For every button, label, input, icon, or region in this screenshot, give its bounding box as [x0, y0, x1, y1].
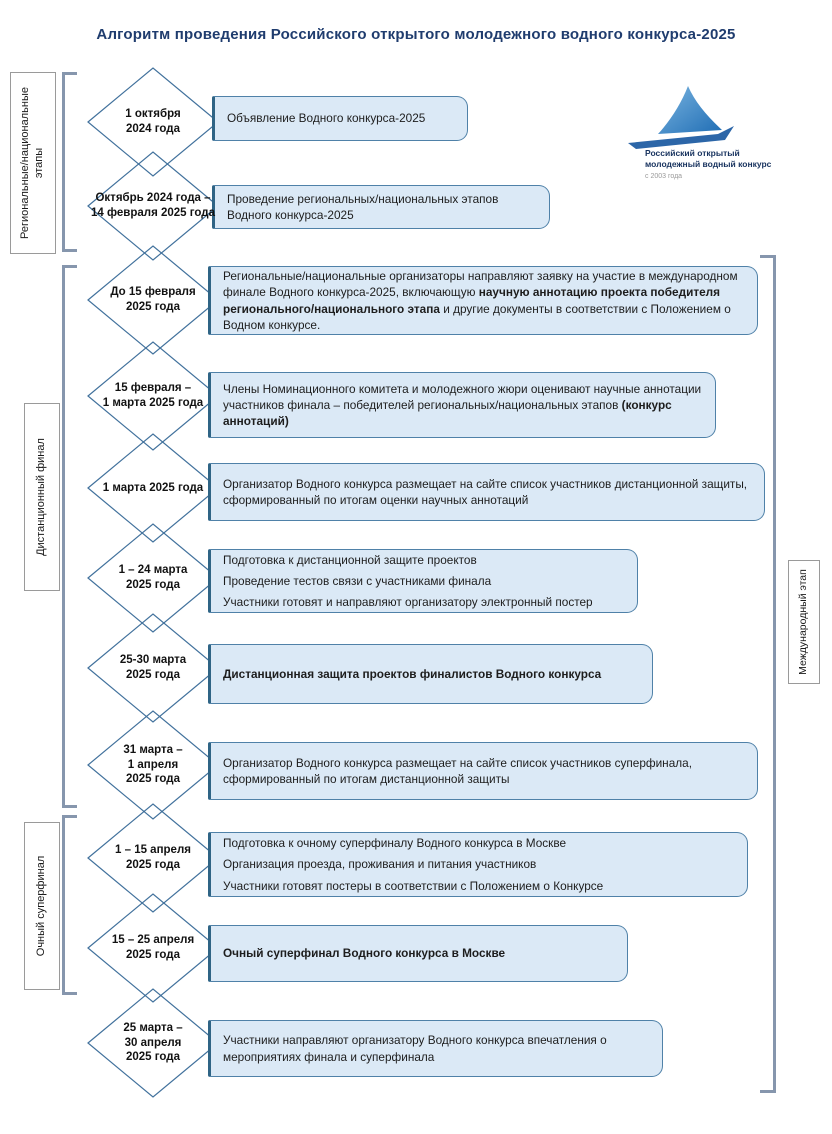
stage-description-text: Члены Номинационного комитета и молодежн… [223, 381, 702, 429]
stage-description-box: Участники направляют организатору Водног… [208, 1020, 663, 1077]
logo-text: Российский открытый молодежный водный ко… [645, 148, 785, 181]
side-label-remote-final: Дистанционный финал [24, 403, 60, 591]
right-bracket-international [760, 255, 776, 1093]
stage-description-text: Организатор Водного конкурса размещает н… [223, 476, 748, 507]
stage-description-text: Организатор Водного конкурса размещает н… [223, 755, 692, 786]
stage-description-text: Участники направляют организатору Водног… [223, 1033, 607, 1064]
stage-date: Октябрь 2024 года – 14 февраля 2025 года [91, 192, 215, 219]
side-label-regional-stages-text: Региональные/национальные этапы [19, 87, 45, 239]
side-label-international-stage: Международный этап [788, 560, 820, 684]
left-bracket-onsite-superfinal [62, 815, 77, 995]
stage-description-box: Объявление Водного конкурса-2025 [212, 96, 468, 141]
sailboat-logo-icon [628, 86, 734, 149]
stage-description-box: Очный суперфинал Водного конкурса в Моск… [208, 925, 628, 982]
stage-description-text: Дистанционная защита проектов финалистов… [223, 666, 602, 681]
stage-description-text: Подготовка к очному суперфиналу Водного … [223, 836, 604, 893]
stage-date: 15 – 25 апреля 2025 года [111, 934, 195, 961]
stage-date: 31 марта – 1 апреля 2025 года [123, 743, 183, 786]
side-label-onsite-superfinal-text: Очный суперфинал [35, 855, 48, 957]
side-label-onsite-superfinal: Очный суперфинал [24, 822, 60, 990]
stage-description-box: Подготовка к дистанционной защите проект… [208, 549, 638, 613]
stage-description-box: Члены Номинационного комитета и молодежн… [208, 372, 716, 438]
side-label-international-stage-text: Международный этап [797, 569, 810, 675]
stage-description-text: Объявление Водного конкурса-2025 [227, 111, 426, 126]
stage-date: 1 октября 2024 года [125, 108, 181, 135]
stage-description-text: Проведение региональных/национальных эта… [227, 191, 499, 222]
stage-description-box: Организатор Водного конкурса размещает н… [208, 463, 765, 521]
stage-date: 15 февраля – 1 марта 2025 года [102, 382, 204, 409]
stage-description-text: Региональные/национальные организаторы н… [223, 269, 738, 332]
logo-name-line1: Российский открытый [645, 148, 740, 158]
stage-description-text: Подготовка к дистанционной защите проект… [223, 552, 593, 610]
stage-date: До 15 февраля 2025 года [110, 286, 196, 313]
logo-name-line2: молодежный водный конкурс [645, 159, 772, 170]
stage-date: 1 марта 2025 года [102, 481, 204, 494]
stage-date: 1 – 24 марта 2025 года [118, 564, 188, 591]
page-title: Алгоритм проведения Российского открытог… [96, 26, 736, 43]
stage-date: 25 марта – 30 апреля 2025 года [123, 1021, 183, 1064]
stage-description-box: Организатор Водного конкурса размещает н… [208, 742, 758, 800]
left-bracket-remote-final [62, 265, 77, 808]
stage-description-box: Дистанционная защита проектов финалистов… [208, 644, 653, 704]
stage-description-box: Региональные/национальные организаторы н… [208, 266, 758, 335]
stage-description-box: Проведение региональных/национальных эта… [212, 185, 550, 229]
logo-since: с 2003 года [645, 173, 683, 181]
stage-description-text: Очный суперфинал Водного конкурса в Моск… [223, 946, 506, 961]
stage-description-box: Подготовка к очному суперфиналу Водного … [208, 832, 748, 897]
side-label-regional-stages: Региональные/национальные этапы [10, 72, 56, 254]
left-bracket-regional [62, 72, 77, 252]
side-label-remote-final-text: Дистанционный финал [35, 438, 48, 556]
stage-date: 1 – 15 апреля 2025 года [115, 844, 191, 871]
stage-date: 25-30 марта 2025 года [119, 654, 187, 681]
